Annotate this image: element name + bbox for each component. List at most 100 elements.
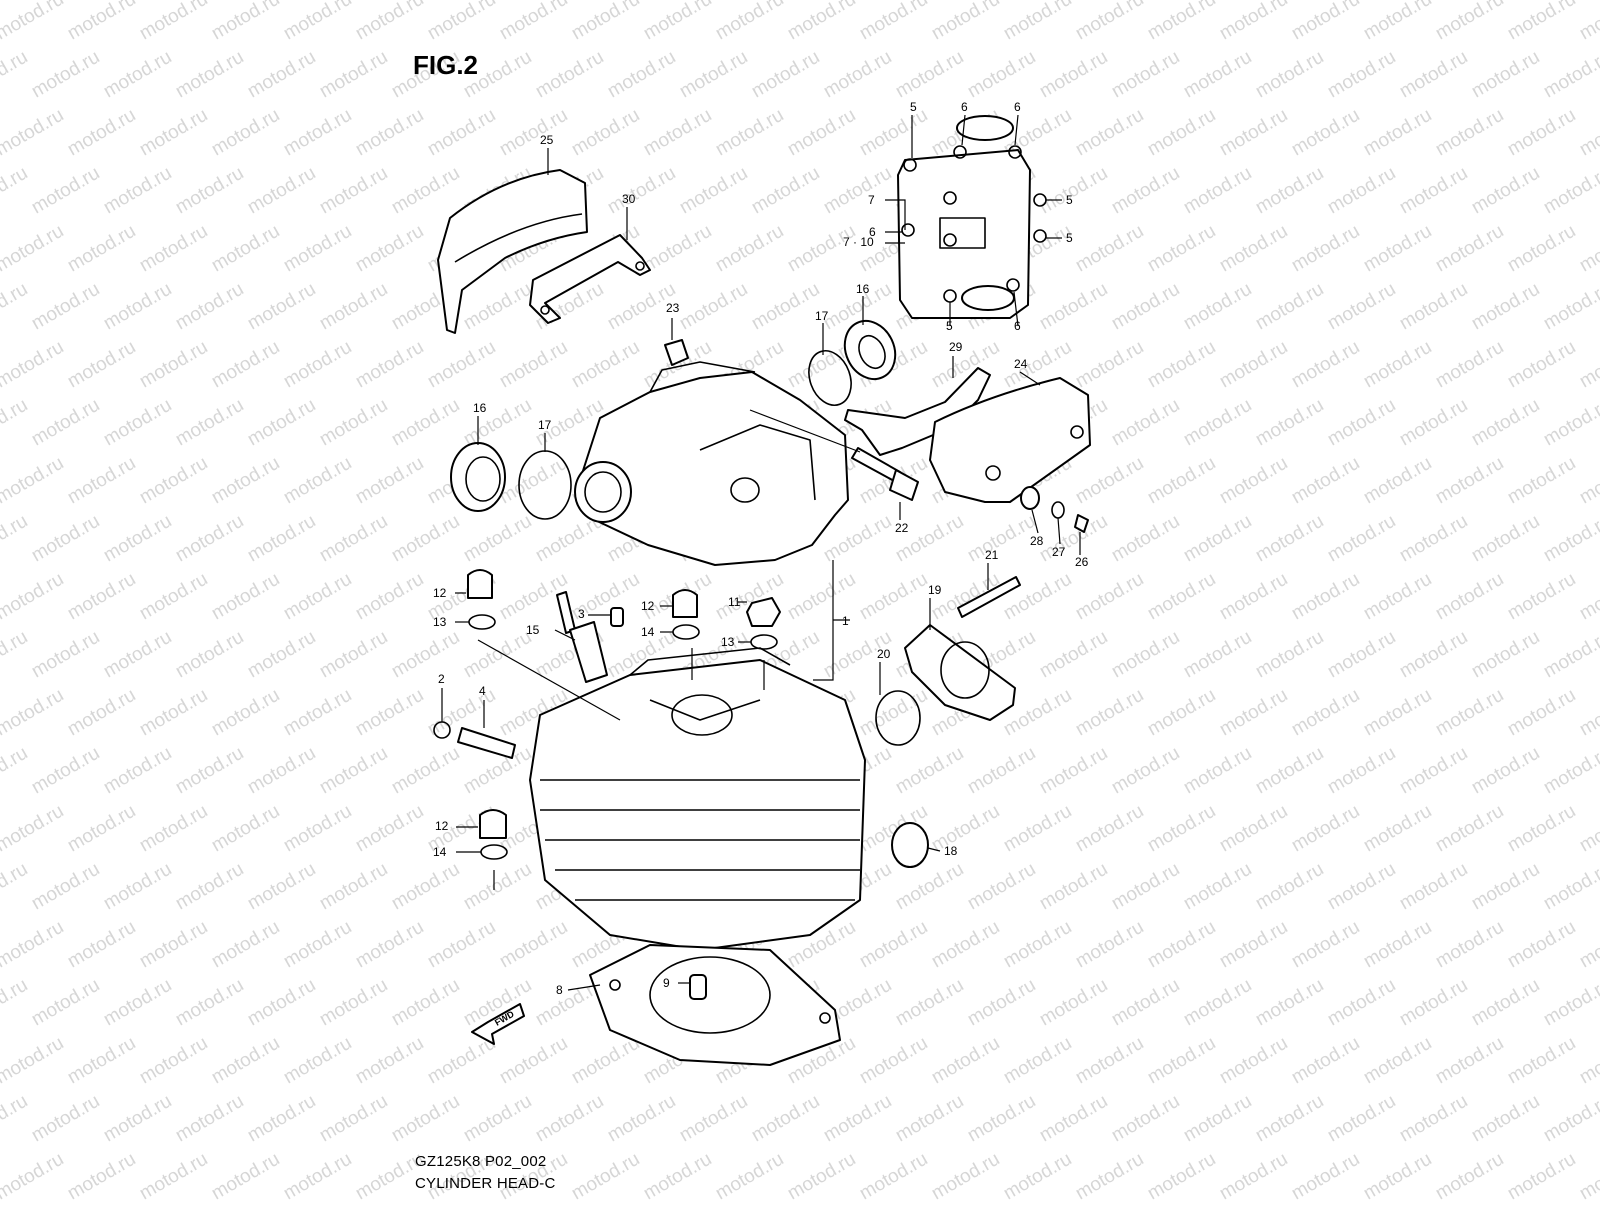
watermark-text: motod.ru xyxy=(1432,337,1507,393)
watermark-text: motod.ru xyxy=(1216,917,1291,973)
watermark-text: motod.ru xyxy=(1576,453,1600,509)
watermark-text: motod.ru xyxy=(1432,1033,1507,1089)
watermark-text: motod.ru xyxy=(388,163,463,219)
watermark-text: motod.ru xyxy=(316,743,391,799)
watermark-text: motod.ru xyxy=(1252,743,1327,799)
watermark-text: motod.ru xyxy=(100,627,175,683)
part-washer-14-center xyxy=(672,624,700,640)
part-cover-25 xyxy=(437,169,588,334)
watermark-text: motod.ru xyxy=(1540,743,1600,799)
watermark-text: motod.ru xyxy=(1504,917,1579,973)
watermark-text: motod.ru xyxy=(1108,1091,1183,1147)
watermark-text: motod.ru xyxy=(1288,453,1363,509)
watermark-text: motod.ru xyxy=(0,279,31,335)
part-grommet-28 xyxy=(1020,486,1040,510)
watermark-text: motod.ru xyxy=(1396,395,1471,451)
watermark-text: motod.ru xyxy=(1468,511,1543,567)
callout-label: 1 xyxy=(842,614,849,628)
watermark-text: motod.ru xyxy=(28,279,103,335)
watermark-text: motod.ru xyxy=(1180,47,1255,103)
part-plug-18 xyxy=(891,822,929,868)
watermark-text: motod.ru xyxy=(136,685,211,741)
watermark-text: motod.ru xyxy=(460,511,535,567)
watermark-text: motod.ru xyxy=(964,743,1039,799)
watermark-text: motod.ru xyxy=(1396,163,1471,219)
watermark-text: motod.ru xyxy=(1324,859,1399,915)
watermark-text: motod.ru xyxy=(1396,975,1471,1031)
watermark-text: motod.ru xyxy=(1144,105,1219,161)
watermark-text: motod.ru xyxy=(1072,105,1147,161)
watermark-text: motod.ru xyxy=(28,163,103,219)
watermark-text: motod.ru xyxy=(388,395,463,451)
watermark-text: motod.ru xyxy=(64,685,139,741)
watermark-text: motod.ru xyxy=(1072,221,1147,277)
watermark-text: motod.ru xyxy=(1036,1091,1111,1147)
watermark-text: motod.ru xyxy=(1216,0,1291,44)
watermark-text: motod.ru xyxy=(496,0,571,44)
watermark-text: motod.ru xyxy=(928,801,1003,857)
watermark-text: motod.ru xyxy=(1576,221,1600,277)
watermark-text: motod.ru xyxy=(388,511,463,567)
watermark-text: motod.ru xyxy=(244,47,319,103)
watermark-text: motod.ru xyxy=(460,1091,535,1147)
watermark-text: motod.ru xyxy=(1252,1091,1327,1147)
callout-label: 6 xyxy=(1014,100,1021,114)
callout-label: 26 xyxy=(1075,555,1089,569)
watermark-text: motod.ru xyxy=(0,1149,67,1200)
part-nut-23 xyxy=(664,339,689,366)
watermark-text: motod.ru xyxy=(388,859,463,915)
watermark-text: motod.ru xyxy=(244,975,319,1031)
watermark-text: motod.ru xyxy=(136,453,211,509)
callout-label: 14 xyxy=(641,625,655,639)
watermark-text: motod.ru xyxy=(1468,859,1543,915)
watermark-text: motod.ru xyxy=(280,453,355,509)
watermark-text: motod.ru xyxy=(1252,511,1327,567)
watermark-text: motod.ru xyxy=(676,279,751,335)
watermark-text: motod.ru xyxy=(0,1091,31,1147)
watermark-text: motod.ru xyxy=(460,859,535,915)
watermark-text: motod.ru xyxy=(316,511,391,567)
callout-label: 23 xyxy=(666,301,680,315)
watermark-text: motod.ru xyxy=(1504,1149,1579,1200)
callout-label: 5 xyxy=(910,100,917,114)
watermark-text: motod.ru xyxy=(424,105,499,161)
watermark-text: motod.ru xyxy=(0,395,31,451)
watermark-text: motod.ru xyxy=(1360,0,1435,44)
watermark-text: motod.ru xyxy=(208,221,283,277)
watermark-text: motod.ru xyxy=(1252,279,1327,335)
watermark-text: motod.ru xyxy=(136,337,211,393)
watermark-text: motod.ru xyxy=(172,163,247,219)
watermark-text: motod.ru xyxy=(712,221,787,277)
watermark-text: motod.ru xyxy=(892,47,967,103)
watermark-text: motod.ru xyxy=(1504,685,1579,741)
watermark-text: motod.ru xyxy=(1108,743,1183,799)
callout-label: 22 xyxy=(895,521,909,535)
watermark-text: motod.ru xyxy=(1540,511,1600,567)
watermark-text: motod.ru xyxy=(1396,627,1471,683)
part-stud-21 xyxy=(957,576,1021,618)
watermark-text: motod.ru xyxy=(1504,1033,1579,1089)
callout-label: 8 xyxy=(556,983,563,997)
watermark-text: motod.ru xyxy=(1036,627,1111,683)
watermark-text: motod.ru xyxy=(892,511,967,567)
watermark-text: motod.ru xyxy=(1324,511,1399,567)
watermark-text: motod.ru xyxy=(1324,395,1399,451)
watermark-text: motod.ru xyxy=(604,47,679,103)
watermark-text: motod.ru xyxy=(388,975,463,1031)
watermark-text: motod.ru xyxy=(1180,743,1255,799)
watermark-text: motod.ru xyxy=(136,569,211,625)
watermark-text: motod.ru xyxy=(136,1033,211,1089)
watermark-text: motod.ru xyxy=(64,917,139,973)
parts-drawing xyxy=(433,115,1091,1066)
callout-label: 28 xyxy=(1030,534,1044,548)
watermark-text: motod.ru xyxy=(1432,569,1507,625)
watermark-text: motod.ru xyxy=(1324,47,1399,103)
watermark-text: motod.ru xyxy=(1360,221,1435,277)
watermark-text: motod.ru xyxy=(244,163,319,219)
watermark-text: motod.ru xyxy=(1000,0,1075,44)
watermark-text: motod.ru xyxy=(1000,801,1075,857)
watermark-text: motod.ru xyxy=(1396,859,1471,915)
watermark-text: motod.ru xyxy=(928,917,1003,973)
watermark-text: motod.ru xyxy=(784,1149,859,1200)
